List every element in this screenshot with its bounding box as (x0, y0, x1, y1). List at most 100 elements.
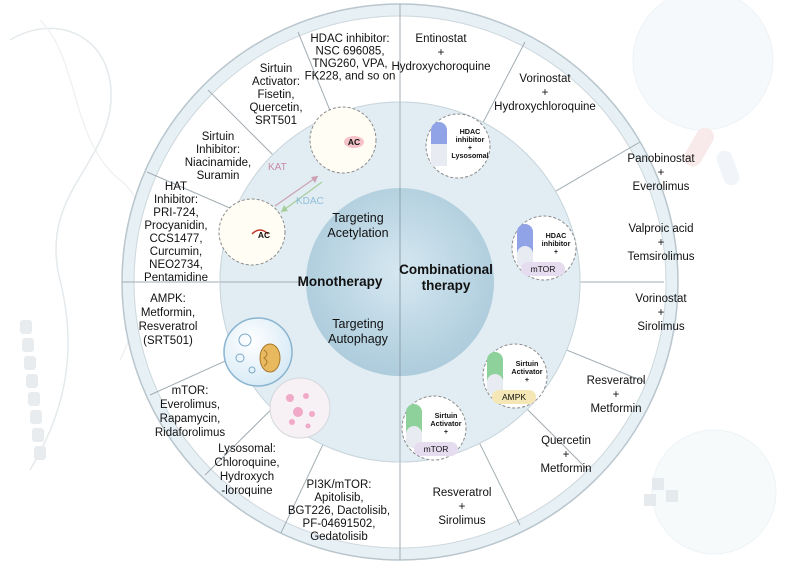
combination-segment-4-line: + (658, 307, 665, 319)
combination-segment-7-line: Sirolimus (438, 515, 486, 527)
pill-3-label-line: Activator (430, 419, 461, 428)
pill-0-label-line: inhibitor (456, 135, 485, 144)
acetylation-cell-top: AC (309, 106, 377, 174)
acetylation-segment-1-line: Quercetin, (249, 102, 302, 114)
pill-3-label-line: + (444, 427, 448, 436)
acetylation-segment-3-line: Curcumin, (150, 246, 202, 258)
pill-hdac-lysosomal (425, 113, 491, 179)
combination-segment-1-line: + (542, 87, 549, 99)
combination-segment-5-line: Metformin (590, 403, 641, 415)
pill-2-label-line: Activator (511, 367, 542, 376)
ac-label-top: AC (348, 137, 360, 147)
combinational-therapy-title-line: therapy (422, 278, 471, 293)
pill-hdac-mtor (511, 215, 577, 281)
combination-segment-6-line: Quercetin (541, 435, 591, 447)
combination-segment-1-line: Vorinostat (519, 73, 571, 85)
autophagy-segment-3-line: PF-04691502, (303, 518, 376, 530)
background-decoration (9, 0, 777, 555)
combination-segment-6-line: + (563, 449, 570, 461)
autophagy-segment-3-line: PI3K/mTOR: (307, 479, 372, 491)
pill-sirtuin-mtor (401, 395, 467, 461)
pill-1-label-line: inhibitor (542, 239, 571, 248)
acetylation-cell-bottom: AC (218, 198, 286, 266)
autophagy-segment-0-line: (SRT501) (143, 335, 193, 347)
pill-2-label-line: Sirtuin (516, 359, 539, 368)
autophagy-segment-3-line: BGT226, Dactolisib, (288, 505, 390, 517)
combination-segment-2-line: + (658, 167, 665, 179)
autophagy-segment-0-line: Resveratrol (139, 321, 198, 333)
autophagy-segment-2-line: Hydroxych (220, 471, 274, 483)
combination-segment-4-line: Vorinostat (635, 293, 687, 305)
autophagy-segment-1-line: Ridaforolimus (155, 427, 226, 439)
combinational-therapy-title-line: Combinational (399, 262, 493, 277)
targeting-acetylation-label-line: Targeting (332, 211, 383, 225)
acetylation-segment-3-line: Inhibitor: (154, 194, 198, 206)
combination-segment-7-line: + (459, 501, 466, 513)
acetylation-segment-0-line: FK228, and so on (305, 71, 396, 83)
monotherapy-title: Monotherapy (298, 274, 383, 289)
combination-segment-4-line: Sirolimus (637, 321, 685, 333)
combination-segment-0-line: + (438, 47, 445, 59)
acetylation-segment-3-line: Pentamidine (144, 272, 208, 284)
combination-segment-3-line: Valproic acid (629, 223, 694, 235)
combination-segment-5-line: + (613, 389, 620, 401)
pill-sirtuin-ampk (482, 343, 548, 409)
pill-1-badge: mTOR (531, 264, 556, 274)
autophagy-organelle-bubble (223, 317, 293, 387)
autophagy-segment-0-line: Metformin, (141, 307, 195, 319)
acetylation-segment-2-line: Niacinamide, (185, 157, 251, 169)
lysosome-bubble (269, 377, 331, 439)
acetylation-segment-3-line: CCS1477, (149, 233, 202, 245)
autophagy-segment-3-line: Apitolisib, (314, 492, 363, 504)
combination-segment-2-line: Panobinostat (627, 153, 695, 165)
acetylation-segment-0-line: TNG260, VPA, (312, 58, 387, 70)
acetylation-segment-1-line: Fisetin, (257, 89, 294, 101)
acetylation-segment-1-line: Activator: (252, 76, 300, 88)
autophagy-segment-3-line: Gedatolisib (310, 531, 368, 543)
ac-label-bottom: AC (258, 230, 270, 240)
acetylation-segment-1-line: SRT501 (255, 115, 297, 127)
targeting-autophagy-label-line: Autophagy (328, 332, 389, 346)
combination-segment-1-line: Hydroxychloroquine (494, 101, 596, 113)
pill-3-badge: mTOR (424, 444, 449, 454)
combination-segment-3-line: Temsirolimus (627, 251, 694, 263)
pill-0-label-line: HDAC (460, 127, 481, 136)
combination-segment-7-line: Resveratrol (433, 487, 492, 499)
autophagy-segment-1-line: mTOR: (172, 385, 209, 397)
pill-0-label-line: Lysosomal (451, 151, 488, 160)
acetylation-segment-0-line: NSC 696085, (315, 46, 384, 58)
acetylation-segment-3-line: Procyanidin, (144, 220, 207, 232)
combination-segment-3-line: + (658, 237, 665, 249)
autophagy-segment-1-line: Rapamycin, (160, 413, 221, 425)
kat-kdac-arrows: KAT KDAC (268, 162, 324, 213)
pill-2-badge: AMPK (502, 392, 526, 402)
combination-segment-2-line: Everolimus (633, 181, 690, 193)
autophagy-segment-2-line: Lysosomal: (218, 443, 276, 455)
pill-2-label-line: + (525, 375, 529, 384)
combination-segment-0-line: Entinostat (415, 33, 467, 45)
targeting-acetylation-label-line: Acetylation (327, 226, 388, 240)
combination-segment-5-line: Resveratrol (587, 375, 646, 387)
kat-label: KAT (268, 162, 287, 173)
pill-1-label-line: + (554, 247, 558, 256)
acetylation-segment-2-line: Sirtuin (202, 131, 235, 143)
acetylation-segment-1-line: Sirtuin (260, 63, 293, 75)
autophagy-segment-1-line: Everolimus, (160, 399, 220, 411)
pill-3-label-line: Sirtuin (435, 411, 458, 420)
acetylation-segment-2-line: Suramin (197, 170, 240, 182)
combination-segment-6-line: Metformin (540, 463, 591, 475)
acetylation-segment-2-line: Inhibitor: (196, 144, 240, 156)
acetylation-segment-3-line: PRI-724, (153, 207, 198, 219)
pill-0-label-line: + (468, 143, 472, 152)
acetylation-segment-3-line: HAT (165, 181, 187, 193)
acetylation-segment-3-line: NEO2734, (149, 259, 203, 271)
autophagy-segment-2-line: Chloroquine, (214, 457, 279, 469)
autophagy-segment-2-line: -loroquine (221, 485, 272, 497)
combination-segment-0-line: Hydroxychoroquine (391, 61, 490, 73)
acetylation-segment-0-line: HDAC inhibitor: (310, 33, 389, 45)
targeting-autophagy-label-line: Targeting (332, 317, 383, 331)
kdac-label: KDAC (296, 196, 324, 207)
autophagy-segment-0-line: AMPK: (150, 293, 186, 305)
pill-1-label-line: HDAC (546, 231, 567, 240)
